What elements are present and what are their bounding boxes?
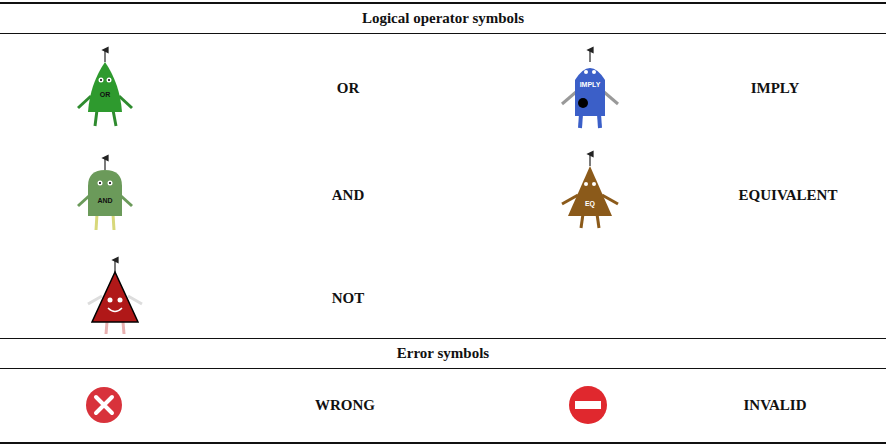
operator-name: AND bbox=[332, 187, 365, 204]
header-rule bbox=[0, 33, 886, 34]
symbol-text: AND bbox=[97, 197, 112, 204]
imply-character bbox=[562, 50, 618, 128]
wrong-symbol bbox=[86, 387, 122, 423]
operator-name: EQUIVALENT bbox=[739, 187, 838, 204]
error-name: INVALID bbox=[743, 397, 806, 414]
eq-character bbox=[562, 154, 618, 228]
section-header: Logical operator symbols bbox=[362, 10, 524, 27]
operator-name: IMPLY bbox=[751, 80, 800, 97]
section-rule bbox=[0, 338, 886, 339]
symbol-text: IMPLY bbox=[580, 81, 601, 88]
section-header: Error symbols bbox=[397, 345, 489, 362]
invalid-symbol bbox=[569, 386, 607, 424]
top-rule bbox=[0, 2, 886, 4]
bottom-rule bbox=[0, 442, 886, 444]
operator-name: NOT bbox=[332, 290, 365, 307]
symbol-text: OR bbox=[100, 91, 111, 98]
not-character bbox=[88, 260, 142, 334]
and-character bbox=[78, 158, 132, 230]
header-rule bbox=[0, 368, 886, 369]
symbol-text: EQ bbox=[585, 200, 595, 207]
operator-name: OR bbox=[337, 80, 360, 97]
or-character bbox=[78, 50, 132, 126]
error-name: WRONG bbox=[315, 397, 375, 414]
